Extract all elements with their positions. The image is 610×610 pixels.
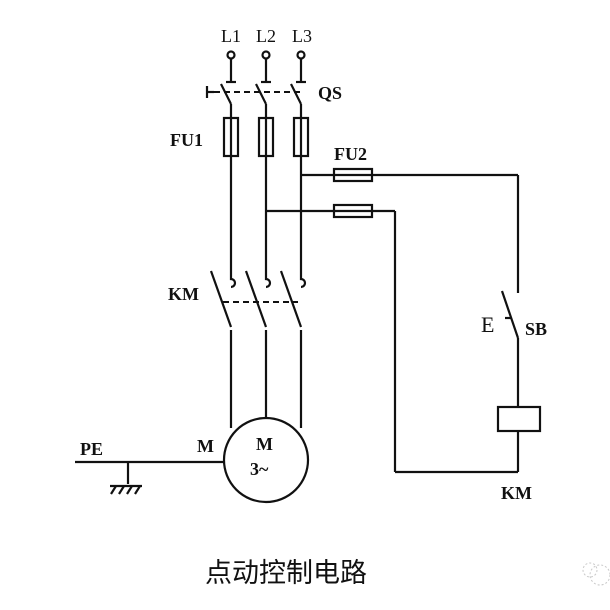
motor-symbol: M bbox=[256, 434, 273, 454]
km-coil bbox=[496, 405, 542, 433]
qs-switch bbox=[205, 83, 303, 118]
sb-contact bbox=[500, 290, 520, 339]
qs-label: QS bbox=[318, 83, 342, 103]
phase-label-l2: L2 bbox=[256, 26, 276, 46]
motor-phase: 3~ bbox=[250, 459, 269, 479]
km-coil-label: KM bbox=[501, 483, 532, 503]
control-circuit bbox=[393, 175, 542, 474]
km-main-contacts bbox=[209, 270, 307, 428]
fu1-fuses bbox=[222, 116, 310, 158]
pe-ground bbox=[75, 460, 225, 495]
phase-label-l3: L3 bbox=[292, 26, 312, 46]
terminal-l3 bbox=[296, 50, 306, 60]
pe-label: PE bbox=[80, 439, 103, 459]
wechat-icon bbox=[582, 562, 610, 586]
phase-label-l1: L1 bbox=[221, 26, 241, 46]
terminals bbox=[226, 50, 306, 84]
terminal-l2 bbox=[261, 50, 271, 60]
sb-label: SB bbox=[525, 319, 547, 339]
sb-actuator: E bbox=[481, 312, 494, 337]
terminal-l1 bbox=[226, 50, 236, 60]
fu2-label: FU2 bbox=[334, 144, 367, 164]
motor: M 3~ bbox=[222, 416, 310, 504]
fu1-label: FU1 bbox=[170, 130, 203, 150]
motor-circle bbox=[222, 416, 310, 504]
fu2-fuses bbox=[266, 167, 518, 219]
km-main-label: KM bbox=[168, 284, 199, 304]
caption: 点动控制电路 bbox=[205, 558, 367, 589]
motor-label: M bbox=[197, 436, 214, 456]
